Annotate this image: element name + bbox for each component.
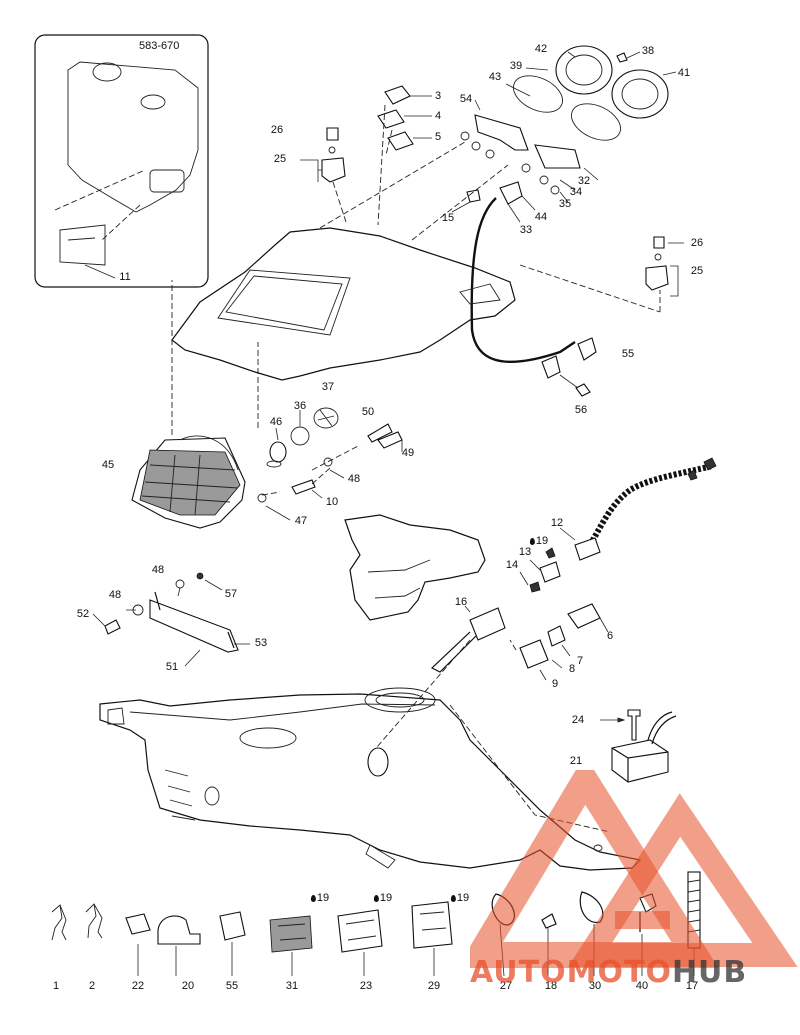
callout-23: 23 [359, 980, 373, 992]
callout-29: 29 [427, 980, 441, 992]
bracket-25-left [300, 127, 347, 223]
callout-36: 36 [293, 400, 307, 412]
callout-8: 8 [568, 663, 576, 675]
callout-3: 3 [434, 90, 442, 102]
callout-10: 10 [325, 496, 339, 508]
callout-52: 52 [76, 608, 90, 620]
callout-5: 5 [434, 131, 442, 143]
callout-57: 57 [224, 588, 238, 600]
headlight-assembly [131, 280, 259, 529]
callout-16: 16 [454, 596, 468, 608]
watermark-text-secondary: HUB [671, 955, 748, 990]
callout-53: 53 [254, 637, 268, 649]
callout-38: 38 [641, 45, 655, 57]
callout-47: 47 [294, 515, 308, 527]
relay-21 [600, 709, 677, 783]
callout-40: 40 [635, 980, 649, 992]
callout-22: 22 [131, 980, 145, 992]
callout-1: 1 [52, 980, 60, 992]
callout-55-bottom: 55 [225, 980, 239, 992]
callout-18: 18 [544, 980, 558, 992]
callout-20: 20 [181, 980, 195, 992]
callout-13: 13 [518, 546, 532, 558]
sealant-drop-icon [450, 895, 456, 902]
callout-44: 44 [534, 211, 548, 223]
callout-49: 49 [401, 447, 415, 459]
callout-9: 9 [551, 678, 559, 690]
watermark-logo-icon [470, 770, 798, 968]
callout-17: 17 [685, 980, 699, 992]
callout-32: 32 [577, 175, 591, 187]
callout-35: 35 [558, 198, 572, 210]
callout-43: 43 [488, 71, 502, 83]
callout-19-connector-23: 19 [373, 892, 392, 904]
fastener-group-3-5 [377, 85, 432, 226]
hull-body [99, 687, 642, 871]
callout-54: 54 [459, 93, 473, 105]
sealant-drop-icon [373, 895, 379, 902]
callout-2: 2 [88, 980, 96, 992]
callout-19-connector-29: 19 [450, 892, 469, 904]
callout-6: 6 [606, 630, 614, 642]
sealant-drop-icon [310, 895, 316, 902]
sealant-drop-icon [529, 538, 535, 545]
callout-41: 41 [677, 67, 691, 79]
grip-cover [344, 514, 486, 621]
watermark-text: AUTOMOTOHUB [470, 955, 747, 990]
callout-26-right: 26 [690, 237, 704, 249]
reference-code: 583-670 [139, 40, 180, 52]
wiring-harness [519, 457, 717, 593]
callout-25-right: 25 [690, 265, 704, 277]
gauge-assembly [460, 45, 677, 203]
callout-46: 46 [269, 416, 283, 428]
clip-55-group [541, 337, 597, 397]
callout-19-harness: 19 [529, 535, 548, 547]
callout-33: 33 [519, 224, 533, 236]
callout-25-left: 25 [273, 153, 287, 165]
callout-34: 34 [569, 186, 583, 198]
callout-48-bracket-top: 48 [151, 564, 165, 576]
callout-42: 42 [534, 43, 548, 55]
callout-27: 27 [499, 980, 513, 992]
callout-26-left: 26 [270, 124, 284, 136]
headlight-hardware [257, 407, 403, 521]
callout-30: 30 [588, 980, 602, 992]
bracket-25-right [645, 236, 684, 297]
callout-14: 14 [505, 559, 519, 571]
speedo-cable [470, 197, 576, 363]
oil-tank-cap [92, 62, 122, 82]
callout-12: 12 [550, 517, 564, 529]
headlight-support-bracket [92, 572, 250, 667]
callout-55-clip: 55 [621, 348, 635, 360]
callout-56: 56 [574, 404, 588, 416]
callout-50: 50 [361, 406, 375, 418]
inset-frame [34, 34, 209, 288]
callout-4: 4 [434, 110, 442, 122]
callout-19-connector-31: 19 [310, 892, 329, 904]
callout-45: 45 [101, 459, 115, 471]
ignition-switch [369, 603, 609, 756]
watermark-text-primary: AUTOMOTO [470, 955, 672, 990]
callout-7: 7 [576, 655, 584, 667]
callout-11: 11 [119, 271, 131, 283]
callout-39: 39 [509, 60, 523, 72]
callout-24: 24 [571, 714, 585, 726]
oil-tank [67, 61, 199, 213]
callout-51: 51 [165, 661, 179, 673]
callout-37: 37 [321, 381, 335, 393]
callout-31: 31 [285, 980, 299, 992]
callout-48-bracket-left: 48 [108, 589, 122, 601]
callout-15: 15 [441, 212, 455, 224]
callout-48-headlight: 48 [347, 473, 361, 485]
nose-cowl [171, 141, 661, 381]
callout-21: 21 [569, 755, 583, 767]
